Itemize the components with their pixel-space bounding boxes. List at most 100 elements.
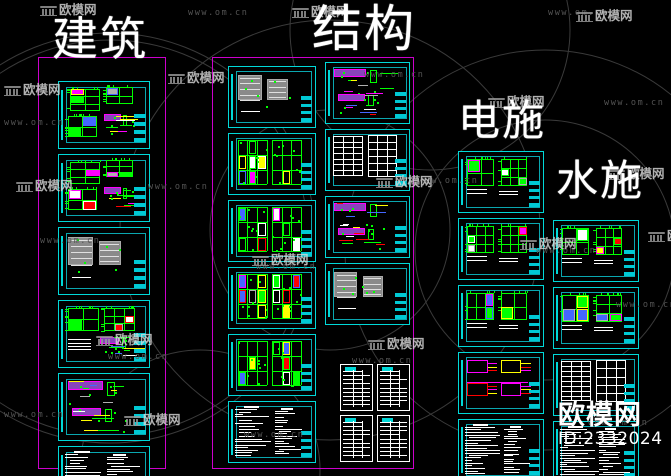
title-block-row (529, 255, 541, 259)
schedule-table[interactable] (340, 364, 373, 411)
cad-linework (503, 463, 531, 465)
cad-linework (106, 470, 134, 472)
cad-linework (562, 241, 590, 243)
schedule-row (380, 391, 407, 393)
cad-linework (65, 193, 69, 195)
cad-linework (65, 118, 69, 120)
cad-linework (485, 226, 487, 253)
drawing-sheet[interactable] (458, 218, 544, 280)
title-block-row (134, 187, 146, 191)
cad-linework (266, 341, 268, 386)
cad-linework (593, 297, 597, 299)
cad-node (365, 291, 368, 294)
cad-linework (88, 305, 90, 308)
cad-linework (283, 222, 291, 236)
drawing-sheet[interactable] (58, 81, 150, 149)
building-mark-icon (576, 11, 593, 23)
drawing-sheet[interactable] (553, 220, 639, 282)
cad-linework (65, 130, 69, 132)
drawing-sheet[interactable] (458, 419, 544, 476)
drawing-sheet[interactable] (58, 300, 150, 368)
cad-linework (593, 315, 597, 317)
cad-linework (560, 385, 591, 387)
cad-node (115, 392, 118, 395)
schedule-table[interactable] (377, 415, 410, 462)
title-block-row (624, 391, 636, 395)
cad-linework (498, 296, 502, 298)
cad-linework (235, 449, 258, 451)
cad-node (298, 220, 301, 223)
drawing-sheet[interactable] (458, 352, 544, 414)
title-block-row (624, 332, 636, 336)
cad-linework (78, 159, 80, 162)
cad-linework (484, 157, 486, 160)
drawing-sheet[interactable] (325, 62, 410, 124)
cad-linework (67, 168, 71, 170)
cad-linework (70, 246, 92, 248)
schedule-table[interactable] (340, 415, 373, 462)
cad-node (250, 358, 253, 361)
title-block-row (134, 211, 146, 216)
cad-linework (336, 203, 344, 205)
cad-node (372, 290, 375, 293)
cad-linework (370, 113, 377, 115)
cad-node (239, 215, 242, 218)
drawing-sheet[interactable] (325, 196, 410, 258)
cad-linework (560, 365, 591, 367)
cad-linework (611, 226, 613, 229)
drawing-sheet[interactable] (458, 151, 544, 213)
cad-linework (82, 114, 84, 117)
cad-linework (248, 140, 256, 154)
cad-node (278, 182, 281, 185)
drawing-sheet[interactable] (228, 133, 316, 195)
cad-linework (578, 293, 580, 296)
schedule-row (343, 399, 370, 401)
drawing-sheet[interactable] (58, 227, 150, 295)
title-block-row (395, 159, 407, 163)
cad-linework (560, 390, 591, 392)
drawing-sheet[interactable] (228, 401, 316, 463)
cad-node (371, 233, 374, 236)
cad-linework (602, 466, 613, 468)
cad-linework (251, 111, 260, 113)
drawing-sheet[interactable] (228, 66, 316, 128)
title-block-row (300, 297, 312, 301)
cad-linework (559, 468, 576, 470)
cad-linework (498, 228, 502, 230)
title-block-row (529, 404, 541, 408)
cad-linework (598, 456, 619, 458)
cad-linework (464, 473, 486, 475)
cad-linework (332, 141, 363, 143)
discipline-heading-architecture: 建筑 (52, 12, 148, 66)
drawing-sheet[interactable] (325, 129, 410, 191)
cad-linework (594, 330, 614, 332)
cad-linework (469, 291, 471, 294)
cad-linework (521, 366, 531, 368)
cad-linework (598, 462, 622, 464)
cad-node (109, 386, 112, 389)
cad-linework (74, 450, 91, 453)
drawing-sheet[interactable] (228, 267, 316, 329)
title-block-row (300, 446, 312, 450)
cad-linework (266, 140, 268, 185)
drawing-sheet[interactable] (58, 446, 150, 476)
cad-linework (464, 442, 478, 444)
cad-linework (72, 86, 74, 89)
cad-linework (585, 293, 587, 296)
drawing-sheet[interactable] (58, 154, 150, 222)
drawing-sheet[interactable] (58, 373, 150, 441)
title-block-row (624, 317, 636, 321)
drawing-sheet[interactable] (458, 285, 544, 347)
schedule-table[interactable] (377, 364, 410, 411)
drawing-sheet[interactable] (228, 334, 316, 396)
cad-linework (563, 309, 575, 322)
drawing-sheet[interactable] (228, 200, 316, 262)
cad-node (264, 315, 267, 318)
cad-linework (106, 462, 124, 464)
title-block-row (134, 122, 146, 126)
schedule-column-rule (399, 421, 401, 459)
drawing-sheet[interactable] (325, 263, 410, 325)
drawing-sheet[interactable] (553, 287, 639, 349)
cad-linework (364, 109, 377, 111)
cad-linework (476, 226, 478, 253)
